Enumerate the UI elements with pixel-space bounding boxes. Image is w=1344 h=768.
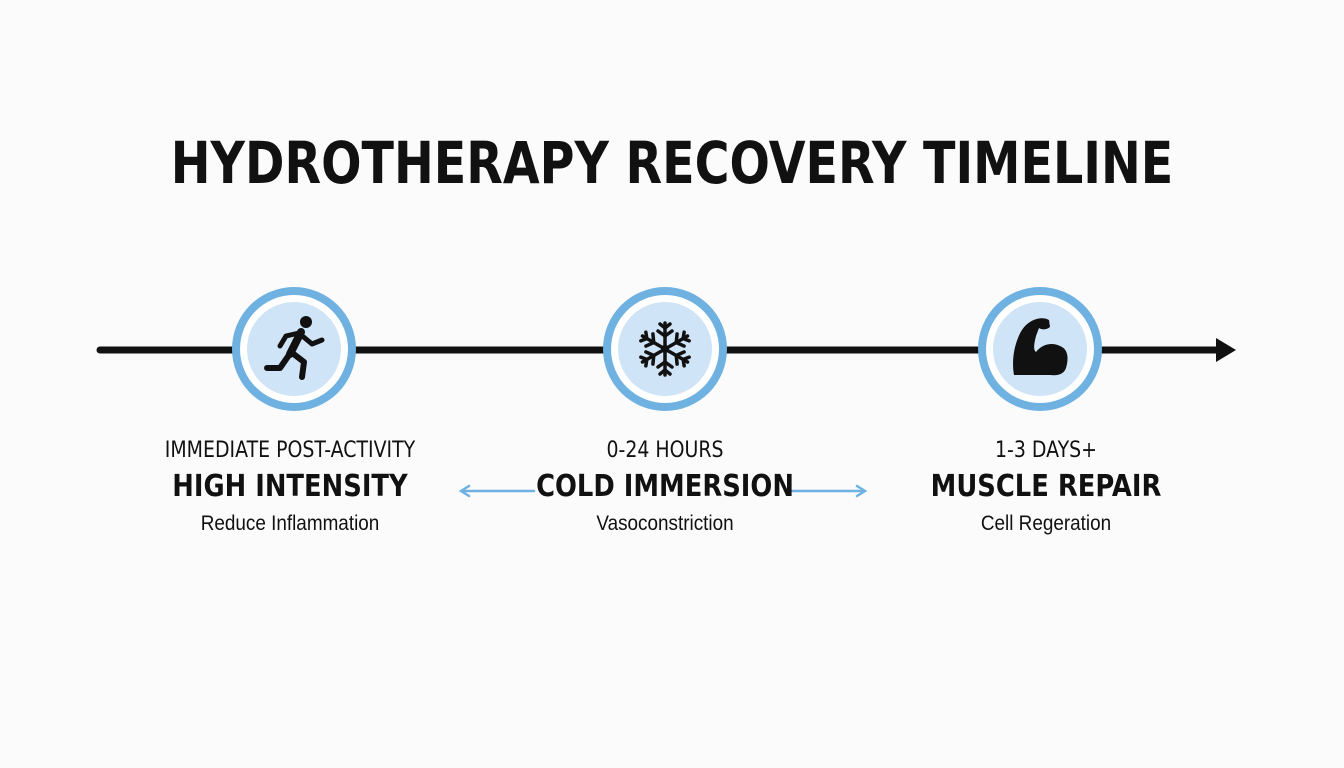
stage-label-2: 0-24 HOURS COLD IMMERSION Vasoconstricti… — [485, 436, 845, 538]
stage-time: 1-3 DAYS+ — [994, 438, 1098, 463]
stage-time: IMMEDIATE POST-ACTIVITY — [164, 438, 416, 463]
stage-effect: Vasoconstriction — [596, 512, 734, 535]
flexed-bicep-icon — [1013, 318, 1068, 376]
snowflake-icon — [639, 321, 691, 377]
stage-effect: Reduce Inflammation — [200, 512, 380, 535]
connector-arrow-right — [790, 484, 868, 498]
stage-effect: Cell Regeration — [980, 512, 1112, 535]
stage-name: MUSCLE REPAIR — [930, 469, 1162, 504]
stage-node-2 — [603, 287, 727, 411]
stage-label-1: IMMEDIATE POST-ACTIVITY HIGH INTENSITY R… — [110, 436, 470, 538]
diagram-title: HYDROTHERAPY RECOVERY TIMELINE — [170, 129, 1174, 197]
stage-time: 0-24 HOURS — [606, 438, 724, 463]
running-person-icon — [264, 316, 325, 380]
stage-name: HIGH INTENSITY — [172, 469, 408, 504]
connector-arrow-left — [458, 484, 536, 498]
stage-node-3 — [978, 287, 1102, 411]
stage-label-3: 1-3 DAYS+ MUSCLE REPAIR Cell Regeration — [866, 436, 1226, 538]
stage-name: COLD IMMERSION — [536, 469, 794, 504]
stage-node-1 — [232, 287, 356, 411]
timeline-arrowhead — [1216, 338, 1236, 362]
